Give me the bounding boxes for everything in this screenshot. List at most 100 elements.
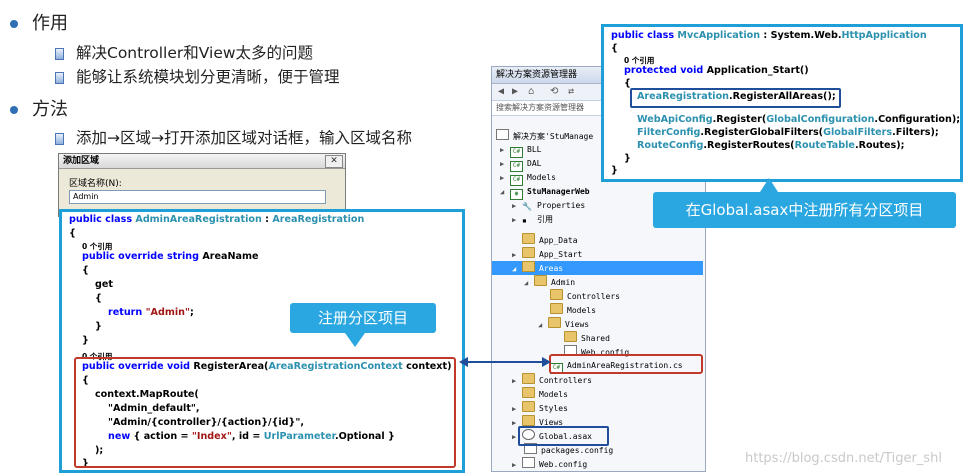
tree-node-views[interactable]: ▶Views (512, 415, 563, 429)
code-line: } (624, 153, 631, 164)
bullet-purpose: 作用 (10, 9, 68, 35)
folder-icon (534, 275, 547, 286)
global-register-callout: 在Global.asax中注册所有分区项目 (653, 192, 956, 228)
code-line: WebApiConfig.Register(GlobalConfiguratio… (637, 114, 961, 125)
tree-node-references[interactable]: ▶▪引用 (512, 215, 553, 225)
area-name-input[interactable]: Admin (69, 190, 326, 204)
sync-icon[interactable]: ⟲ (550, 86, 559, 97)
folder-icon (522, 261, 535, 272)
solution-icon (496, 129, 509, 140)
tree-node-shared[interactable]: Shared (564, 331, 610, 345)
code-line: get (95, 279, 113, 290)
tree-node-styles[interactable]: ▶Styles (512, 401, 568, 415)
tree-node-controllers[interactable]: ▶Controllers (512, 373, 592, 387)
code-line: } (82, 458, 89, 469)
register-all-areas-highlight (630, 88, 841, 108)
tree-node-admin-models[interactable]: Models (550, 303, 596, 317)
csharp-project-icon: C# (510, 161, 523, 172)
sub-bullet-icon (55, 132, 64, 145)
code-line: RouteConfig.RegisterRoutes(RouteTable.Ro… (637, 140, 905, 151)
code-line: ); (95, 445, 104, 456)
add-area-dialog: 添加区域 ✕ 区域名称(N): Admin (58, 153, 346, 217)
csharp-project-icon: C# (510, 147, 523, 158)
code-line: "Admin_default", (108, 403, 200, 414)
bullet-dot-icon (10, 106, 18, 114)
code-line: { (82, 265, 89, 276)
gear-icon (522, 429, 535, 440)
code-line: "Admin/{controller}/{action}/{id}", (108, 417, 304, 428)
tree-node-areas[interactable]: ◢Areas (492, 261, 703, 275)
close-icon[interactable]: ✕ (325, 155, 343, 168)
reference-count[interactable]: 0 个引用 (624, 56, 655, 65)
tree-node-admin-views[interactable]: ◢Views (538, 317, 589, 331)
refresh-icon[interactable]: ⇄ (568, 86, 575, 97)
tree-node-solution[interactable]: 解决方案'StuManage (496, 129, 593, 143)
sub-bullet-icon (55, 47, 64, 60)
code-line: protected void Application_Start() (624, 65, 809, 76)
tree-node-dal[interactable]: ▶C#DAL (500, 157, 541, 172)
tree-node-packages-config[interactable]: packages.config (524, 443, 613, 457)
dialog-title: 添加区域 (59, 154, 345, 169)
code-line: { (611, 43, 618, 54)
folder-icon (550, 289, 563, 300)
references-icon: ▪ (522, 216, 527, 225)
forward-icon[interactable]: ▶ (512, 86, 519, 97)
area-name-label: 区域名称(N): (69, 179, 122, 189)
code-line: public class AdminAreaRegistration : Are… (69, 214, 365, 225)
folder-icon (522, 233, 535, 244)
double-arrow-icon (459, 357, 551, 367)
register-area-highlight (74, 357, 456, 468)
config-file-icon (524, 443, 537, 454)
tree-node-properties[interactable]: ▶🔧Properties (512, 201, 586, 211)
sub-bullet-icon (55, 71, 64, 84)
code-line: public class MvcApplication : System.Web… (611, 30, 927, 41)
bullet-dot-icon (10, 20, 18, 28)
tree-node-webconfig[interactable]: ▶Web.config (512, 457, 587, 471)
callout-pointer (760, 178, 778, 192)
tree-node-bll[interactable]: ▶C#BLL (500, 143, 541, 158)
wrench-icon: 🔧 (522, 202, 532, 211)
code-line: FilterConfig.RegisterGlobalFilters(Globa… (637, 127, 939, 138)
folder-icon (522, 387, 535, 398)
folder-icon (550, 303, 563, 314)
folder-icon (522, 415, 535, 426)
tree-node-app-data[interactable]: App_Data (512, 233, 578, 247)
back-icon[interactable]: ◀ (498, 86, 505, 97)
csharp-project-icon: C# (510, 175, 523, 186)
folder-icon (522, 401, 535, 412)
tree-node-models[interactable]: ▶C#Models (500, 171, 556, 186)
code-line: } (95, 321, 102, 332)
tree-node-models-folder[interactable]: Models (512, 387, 568, 401)
sub-bullet-1: 解决Controller和View太多的问题 (55, 41, 313, 63)
code-line: { (624, 78, 631, 89)
tree-node-admin[interactable]: ◢Admin (524, 275, 575, 289)
code-line: context.MapRoute( (95, 389, 199, 400)
tree-node-global-asax[interactable]: ▶Global.asax (512, 429, 592, 443)
web-project-icon: ◉ (510, 189, 523, 200)
tree-node-web-project[interactable]: ◢◉StuManagerWeb (500, 185, 590, 200)
code-line: new { action = "Index", id = UrlParamete… (108, 431, 395, 442)
reference-count[interactable]: 0 个引用 (82, 352, 113, 361)
home-icon[interactable]: ⌂ (528, 86, 535, 97)
config-file-icon (522, 457, 535, 468)
tree-node-app-start[interactable]: ▶App_Start (512, 247, 582, 261)
folder-icon (564, 331, 577, 342)
code-line: AreaRegistration.RegisterAllAreas(); (637, 91, 836, 102)
tree-node-admin-controllers[interactable]: Controllers (550, 289, 620, 303)
bullet-method: 方法 (10, 95, 68, 121)
register-area-callout: 注册分区项目 (290, 303, 436, 333)
code-line: return "Admin"; (108, 307, 194, 318)
sub-bullet-2: 能够让系统模块划分更清晰，便于管理 (55, 65, 340, 87)
folder-icon (522, 247, 535, 258)
code-line: { (82, 375, 89, 386)
folder-icon (522, 373, 535, 384)
watermark: https://blog.csdn.net/Tiger_shl (745, 451, 942, 466)
code-line: } (82, 335, 89, 346)
code-line: public override string AreaName (82, 251, 259, 262)
sub-bullet-3: 添加→区域→打开添加区域对话框，输入区域名称 (55, 126, 412, 148)
global-asax-highlight (518, 426, 609, 446)
reference-count[interactable]: 0 个引用 (82, 242, 113, 251)
folder-icon (548, 317, 561, 328)
code-line: { (69, 228, 76, 239)
global-asax-code: public class MvcApplication : System.Web… (601, 24, 963, 182)
